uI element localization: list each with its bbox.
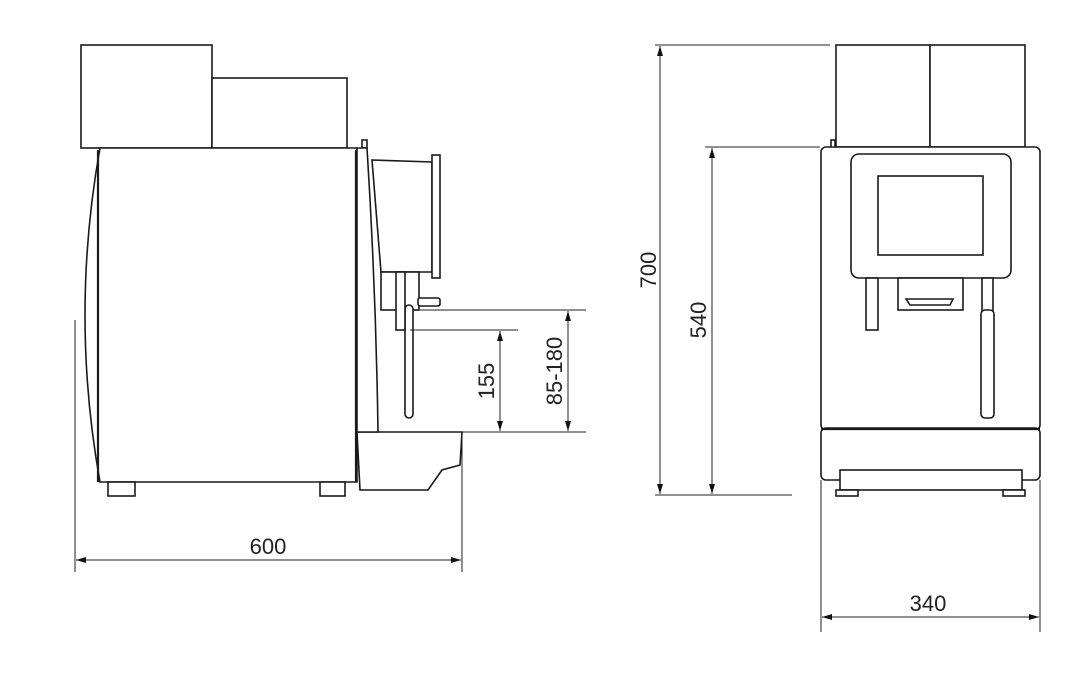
foot-right [319,481,346,497]
hot-water-spout-front [865,277,879,331]
control-panel-side [371,159,433,273]
steam-wand-upper [981,277,994,314]
side-view: 600 155 85-180 [74,44,586,572]
dimension-body-height: 540 [686,302,711,339]
front-panel-side [356,147,379,433]
dimension-width-side: 600 [250,534,287,559]
machine-body-side [84,147,358,483]
dimension-spout-range: 85-180 [542,337,567,406]
foot-left [107,481,136,497]
touch-screen [877,175,984,256]
dimension-spout-clearance: 155 [474,363,499,400]
coffee-outlet-side [417,297,441,307]
dimension-total-height: 700 [636,252,661,289]
bean-hopper-right [211,77,348,149]
front-view: 700 540 340 [636,44,1041,632]
foot-front-right [1002,489,1026,497]
bean-hopper-front-right [929,44,1026,148]
steam-wand-front [980,309,995,419]
dimension-width-front: 340 [910,591,947,616]
drip-tray-side [356,431,463,491]
display-side [431,154,441,279]
bean-hopper-left [80,44,213,149]
steam-wand-side [404,304,414,419]
coffee-nozzles [904,298,955,306]
foot-front-left [835,489,859,497]
drip-tray-base [839,469,1023,491]
hot-water-spout-side [395,271,406,331]
bean-hopper-front-left [835,44,931,148]
side-knob [361,139,368,149]
